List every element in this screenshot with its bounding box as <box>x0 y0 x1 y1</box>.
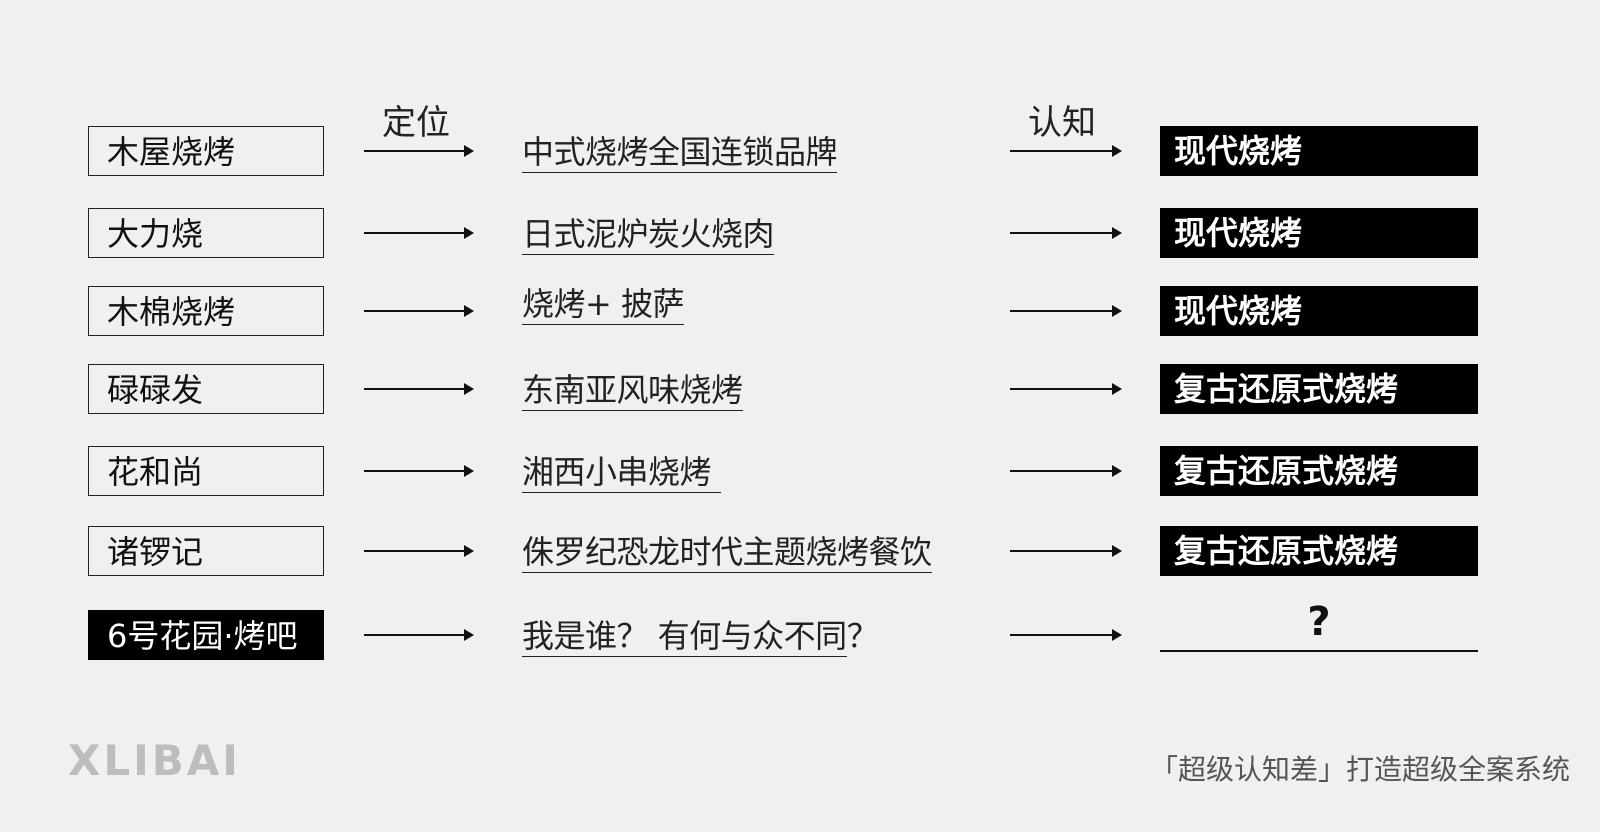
positioning-label: 中式烧烤全国连锁品牌 <box>522 133 838 171</box>
arrow-icon <box>1010 545 1122 557</box>
positioning-label: 湘西小串烧烤 <box>522 453 721 491</box>
positioning-text: 我是谁？ 有何与众不同？ <box>522 616 879 657</box>
arrow-icon <box>1010 305 1122 317</box>
positioning-label: 侏罗纪恐龙时代主题烧烤餐饮 <box>522 533 932 571</box>
positioning-label: 东南亚风味烧烤 <box>522 371 743 409</box>
brand-name: 诸锣记 <box>88 526 324 576</box>
cognition-label: 复古还原式烧烤 <box>1160 446 1478 496</box>
arrow-icon <box>1010 383 1122 395</box>
brand-name: 大力烧 <box>88 208 324 258</box>
cognition-label: 现代烧烤 <box>1160 126 1478 176</box>
positioning-text: 烧烤+ 披萨 <box>522 284 685 325</box>
comparison-row: 木棉烧烤 烧烤+ 披萨 现代烧烤 <box>0 284 1600 336</box>
positioning-text: 湘西小串烧烤 <box>522 452 721 493</box>
arrow-icon <box>1010 465 1122 477</box>
brand-name: 花和尚 <box>88 446 324 496</box>
arrow-icon <box>1010 629 1122 641</box>
brand-name: 木棉烧烤 <box>88 286 324 336</box>
cognition-label: 现代烧烤 <box>1160 286 1478 336</box>
brand-name: 木屋烧烤 <box>88 126 324 176</box>
cognition-label: 现代烧烤 <box>1160 208 1478 258</box>
brand-name: 碌碌发 <box>88 364 324 414</box>
brand-logo: XLIBAI <box>68 736 241 785</box>
comparison-row: 6号花园·烤吧 我是谁？ 有何与众不同？ ? <box>0 602 1600 660</box>
arrow-icon <box>364 305 474 317</box>
footer-slogan: 「超级认知差」打造超级全案系统 <box>1149 753 1570 786</box>
arrow-icon <box>1010 227 1122 239</box>
cognition-label: 复古还原式烧烤 <box>1160 364 1478 414</box>
question-mark-placeholder: ? <box>1160 602 1478 652</box>
comparison-row: 木屋烧烤 中式烧烤全国连锁品牌 现代烧烤 <box>0 126 1600 176</box>
arrow-icon <box>364 629 474 641</box>
positioning-header: 定位 <box>382 103 450 143</box>
comparison-row: 碌碌发 东南亚风味烧烤 复古还原式烧烤 <box>0 364 1600 414</box>
positioning-text: 东南亚风味烧烤 <box>522 370 743 411</box>
positioning-text: 侏罗纪恐龙时代主题烧烤餐饮 <box>522 532 932 573</box>
arrow-icon <box>364 545 474 557</box>
arrow-icon <box>364 465 474 477</box>
positioning-label: 烧烤+ 披萨 <box>522 285 685 323</box>
arrow-icon <box>364 383 474 395</box>
positioning-label: 日式泥炉炭火烧肉 <box>522 215 775 253</box>
positioning-text: 中式烧烤全国连锁品牌 <box>522 132 838 173</box>
comparison-row: 花和尚 湘西小串烧烤 复古还原式烧烤 <box>0 446 1600 496</box>
arrow-icon <box>1010 145 1122 157</box>
positioning-text: 日式泥炉炭火烧肉 <box>522 214 775 255</box>
arrow-icon <box>364 227 474 239</box>
brand-name-highlighted: 6号花园·烤吧 <box>88 610 324 660</box>
cognition-label: 复古还原式烧烤 <box>1160 526 1478 576</box>
comparison-row: 大力烧 日式泥炉炭火烧肉 现代烧烤 <box>0 208 1600 258</box>
comparison-row: 诸锣记 侏罗纪恐龙时代主题烧烤餐饮 复古还原式烧烤 <box>0 526 1600 576</box>
cognition-header: 认知 <box>1028 103 1096 143</box>
positioning-label: 我是谁？ 有何与众不同 <box>522 617 847 655</box>
positioning-trail: ？ <box>846 617 879 657</box>
arrow-icon <box>364 145 474 157</box>
